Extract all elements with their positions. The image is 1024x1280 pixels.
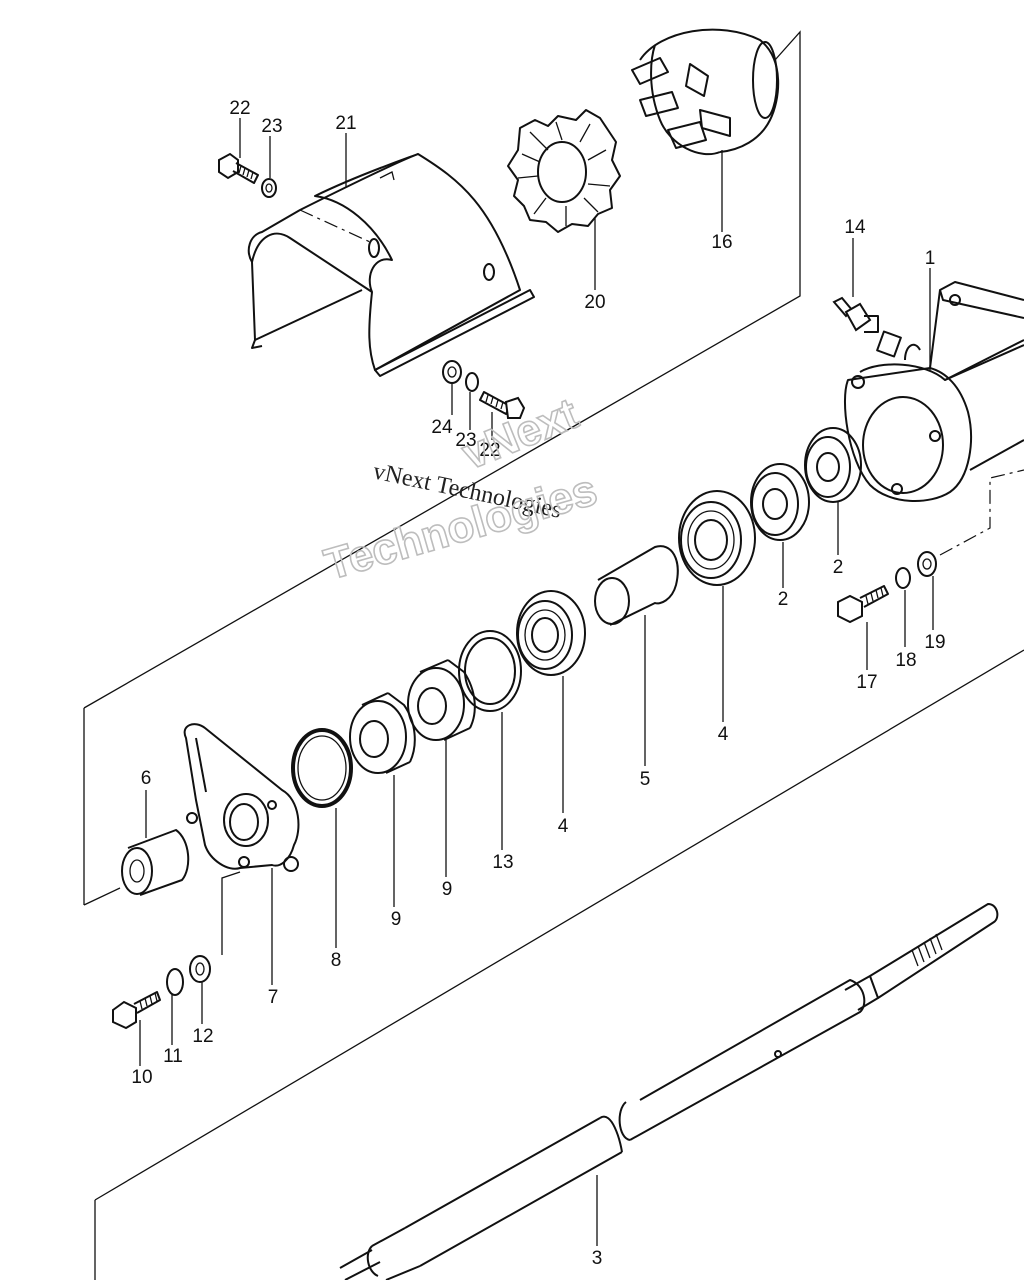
callout-2-left: 2 [778, 589, 789, 610]
callout-9-right: 9 [442, 879, 453, 900]
grease-nipple-part-14 [832, 296, 879, 333]
callout-17: 17 [856, 672, 877, 693]
ring-part-13 [458, 630, 522, 712]
callout-1: 1 [925, 248, 936, 269]
callout-11: 11 [163, 1046, 183, 1067]
callout-16: 16 [711, 232, 732, 253]
callout-10: 10 [131, 1067, 152, 1088]
callout-8: 8 [331, 950, 342, 971]
callout-numbers: 22 23 21 20 16 14 1 24 23 22 2 2 17 18 1… [131, 98, 945, 1269]
callout-18: 18 [895, 650, 916, 671]
callout-21: 21 [335, 113, 356, 134]
callout-23-mid: 23 [455, 430, 476, 451]
callout-13: 13 [492, 852, 513, 873]
callout-6: 6 [141, 768, 152, 789]
callout-12: 12 [192, 1026, 213, 1047]
callout-5: 5 [640, 769, 651, 790]
assembly-outline [83, 30, 1024, 1280]
sleeve-part-5 [594, 545, 679, 626]
oring-part-8 [291, 728, 353, 808]
cover-part-21 [247, 153, 535, 377]
callout-22-mid: 22 [479, 440, 500, 461]
bearing-part-4-upper [678, 490, 756, 586]
watermark: vNext Technologies vNext Technologies [318, 388, 603, 590]
fasteners-17-18-19 [837, 551, 937, 624]
bolt-part-22-top [218, 152, 277, 198]
callout-4-upper: 4 [718, 724, 729, 745]
leader-lines [139, 118, 934, 1246]
bearing-part-4-lower [516, 590, 586, 676]
fasteners-10-11-12 [112, 955, 211, 1030]
fasteners-24-23-22 [442, 360, 526, 419]
shaft-part-3 [339, 903, 999, 1280]
end-plate-part-7 [183, 723, 300, 872]
callout-20: 20 [584, 292, 605, 313]
callout-3: 3 [592, 1248, 603, 1269]
callout-14: 14 [844, 217, 866, 238]
motor-housing-part-1 [843, 281, 1024, 502]
callout-24: 24 [431, 417, 453, 438]
seal-part-9-right [407, 659, 476, 741]
callout-9-left: 9 [391, 909, 402, 930]
bushing-part-6 [121, 829, 190, 896]
callout-22-top: 22 [229, 98, 250, 119]
bearing-part-2-left [750, 463, 810, 541]
callout-7: 7 [268, 987, 279, 1008]
callout-4-lower: 4 [558, 816, 569, 837]
impeller-part-20 [507, 109, 621, 233]
seal-part-9-left [349, 692, 416, 774]
callout-2-right: 2 [833, 557, 844, 578]
bearing-part-2-right [804, 427, 862, 503]
callout-19: 19 [924, 632, 945, 653]
callout-23-top: 23 [261, 116, 282, 137]
coupling-part-16 [631, 28, 780, 156]
